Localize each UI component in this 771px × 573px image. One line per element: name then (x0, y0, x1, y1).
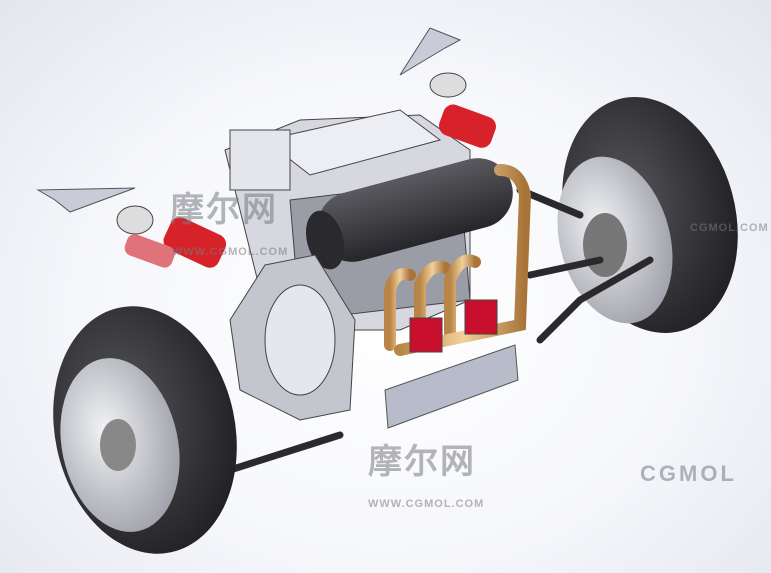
watermark-bottom-url: WWW.CGMOL.COM (368, 498, 485, 510)
front-left-wheel (53, 306, 237, 554)
tail-light-left (409, 317, 443, 353)
tail-light-right (464, 299, 498, 335)
license-plate (384, 344, 519, 429)
watermark-brand: CGMOL (640, 461, 737, 486)
left-shock-absorber (116, 205, 227, 268)
gearbox (229, 254, 356, 421)
watermark-center-cn: 摩尔网 (170, 191, 278, 229)
watermark-bottom-cn: 摩尔网 (368, 443, 476, 481)
watermark-mid-right: CGMOL.COM (690, 222, 769, 234)
exhaust-headers (384, 164, 532, 356)
muffler (305, 158, 513, 270)
right-fin (399, 27, 462, 76)
left-fin (36, 187, 136, 213)
right-shock-absorber (429, 72, 496, 148)
watermark-center-url: WWW.CGMOL.COM (172, 246, 289, 258)
